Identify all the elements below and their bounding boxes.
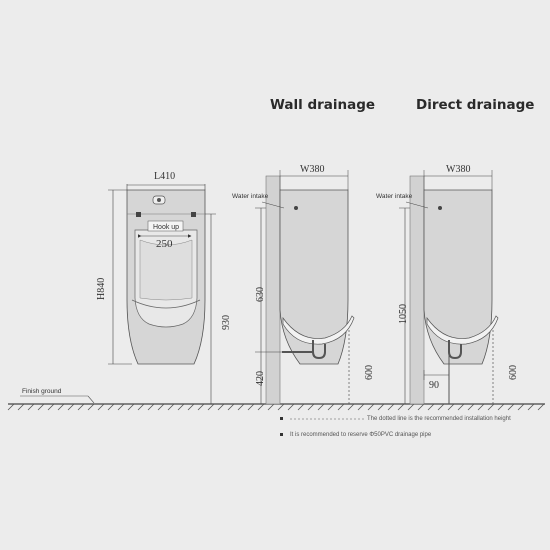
- wall-drainage-view: W380 Water intake 630 420 600: [232, 164, 375, 405]
- direct-width-label: W380: [446, 164, 470, 175]
- direct-drain-offset-label: 90: [429, 380, 439, 391]
- note-bullet: [280, 417, 283, 420]
- direct-drainage-title: Direct drainage: [416, 97, 535, 113]
- wall-intake-to-drain-label: 630: [255, 287, 266, 302]
- front-height-label: H840: [96, 278, 107, 300]
- finish-ground-label: Finish ground: [22, 388, 62, 395]
- front-view: L410 Hook up 250 H840 930: [96, 171, 232, 404]
- hook-spacing-label: 250: [156, 238, 173, 250]
- wall-drainage-title: Wall drainage: [270, 97, 376, 113]
- direct-intake-height-label: 1050: [398, 304, 409, 324]
- hook-up-label: Hook up: [153, 224, 179, 231]
- direct-drainage-view: W380 Water intake 1050 90 600: [376, 164, 519, 405]
- wall-width-label: W380: [300, 164, 324, 175]
- note-bullet: [280, 433, 283, 436]
- front-width-label: L410: [154, 171, 175, 182]
- direct-bowl-height-label: 600: [508, 365, 519, 380]
- wall-drain-height-label: 420: [255, 371, 266, 386]
- note-dotted-line: The dotted line is the recommended insta…: [367, 416, 511, 422]
- direct-water-intake-label: Water intake: [376, 193, 413, 200]
- wall-water-intake-label: Water intake: [232, 193, 269, 200]
- note-drainage-pipe: It is recommended to reserve Φ50PVC drai…: [290, 432, 432, 438]
- wall-bowl-height-label: 600: [364, 365, 375, 380]
- front-install-height-label: 930: [221, 315, 232, 330]
